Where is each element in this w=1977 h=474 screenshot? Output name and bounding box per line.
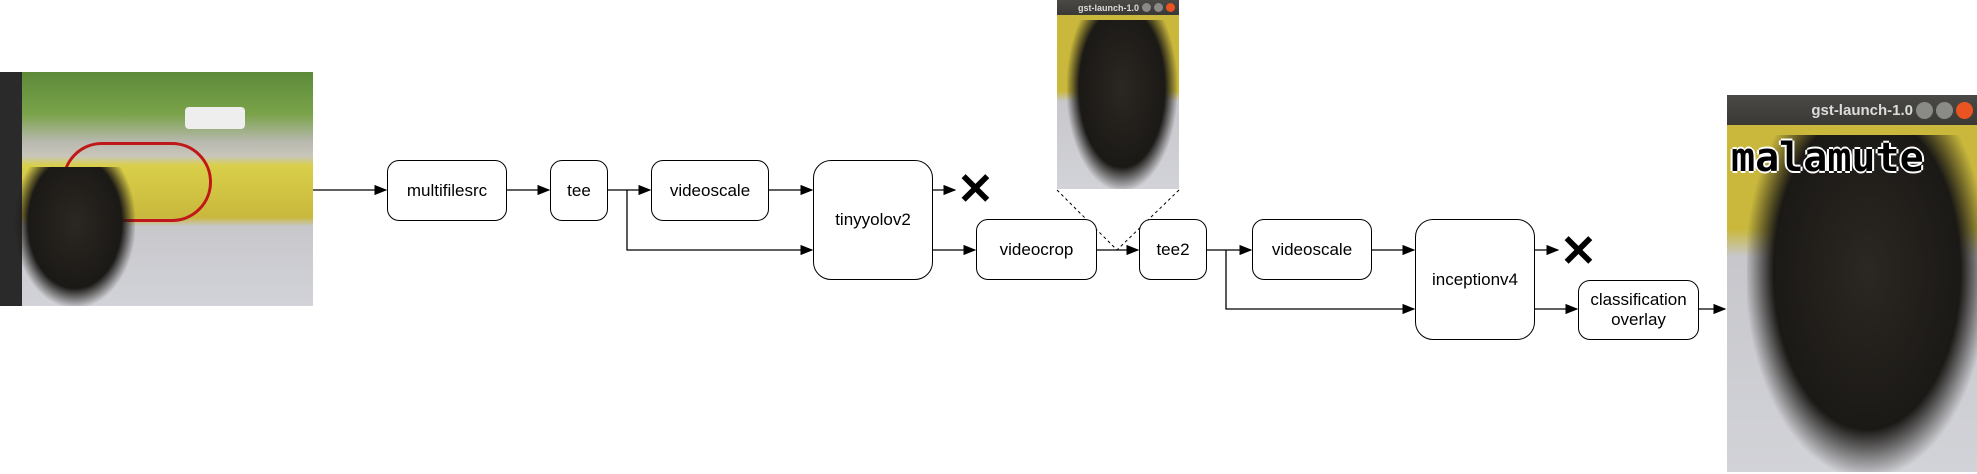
- titlebar[interactable]: gst-launch-1.0: [1057, 0, 1179, 15]
- close-icon[interactable]: [1166, 3, 1175, 12]
- maximize-icon[interactable]: [1154, 3, 1163, 12]
- classification-label: malamute: [1731, 135, 1924, 181]
- window-title: gst-launch-1.0: [1077, 2, 1139, 13]
- minimize-icon[interactable]: [1142, 3, 1151, 12]
- node-videoscale: videoscale: [651, 160, 769, 221]
- node-inceptionv4: inceptionv4: [1415, 219, 1535, 340]
- window-title: gst-launch-1.0: [1811, 101, 1913, 119]
- titlebar[interactable]: gst-launch-1.0: [1727, 95, 1977, 125]
- node-tee2: tee2: [1139, 219, 1207, 280]
- edge-tee2-inceptionv4: [1225, 250, 1416, 315]
- x-mark-icon: ✕: [957, 165, 994, 214]
- minimize-icon[interactable]: [1916, 101, 1933, 119]
- maximize-icon[interactable]: [1936, 101, 1953, 119]
- node-tinyyolov2: tinyyolov2: [813, 160, 933, 280]
- node-videocrop: videocrop: [976, 219, 1097, 280]
- output-window: gst-launch-1.0 malamute: [1727, 95, 1977, 472]
- x-mark-icon: ✕: [1560, 227, 1597, 276]
- edge-tee-tinyyolov2: [626, 190, 814, 256]
- crop-preview-window: gst-launch-1.0: [1057, 0, 1179, 189]
- node-multifilesrc: multifilesrc: [387, 160, 507, 221]
- input-image: [0, 72, 313, 306]
- close-icon[interactable]: [1956, 101, 1973, 119]
- node-classification-overlay: classification overlay: [1578, 280, 1699, 340]
- node-tee: tee: [550, 160, 608, 221]
- node-videoscale-2: videoscale: [1252, 219, 1372, 280]
